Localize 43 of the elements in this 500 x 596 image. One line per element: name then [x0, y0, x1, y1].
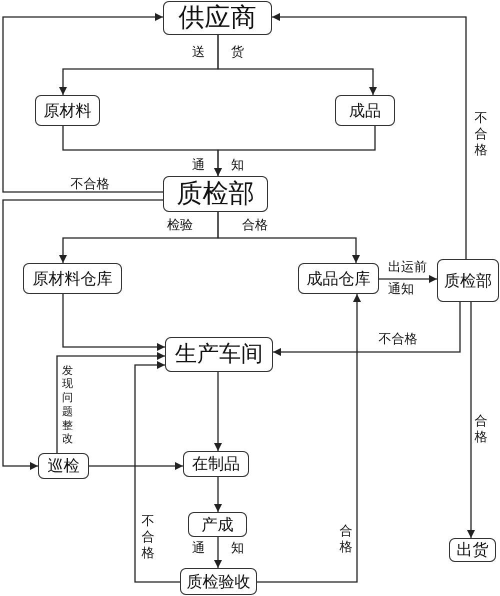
process-box: 质检部 — [437, 259, 499, 302]
edge-label: 送 货 — [192, 45, 244, 62]
arrow — [214, 126, 376, 176]
process-box: 产成 — [188, 512, 247, 537]
process-box: 质检部 — [163, 176, 268, 212]
process-box: 生产车间 — [165, 337, 273, 372]
process-box: 成品 — [335, 95, 395, 126]
arrow — [2, 199, 163, 470]
process-box: 巡检 — [38, 453, 89, 479]
edge-label: 不合格 — [474, 110, 488, 160]
edge-label: 不合格 — [70, 177, 110, 194]
process-box: 原材料 — [35, 95, 100, 126]
edge-label: 出运前通知 — [388, 259, 428, 299]
edge-label: 检验 — [167, 218, 193, 234]
arrow — [2, 13, 163, 193]
edge-label: 不合格 — [141, 514, 156, 562]
edge-label: 合格 — [339, 524, 354, 556]
arrow — [214, 537, 222, 568]
process-box: 在制品 — [183, 451, 249, 477]
edge-label: 通 知 — [192, 158, 244, 174]
arrow — [214, 372, 222, 451]
arrow — [56, 352, 165, 453]
process-box: 供应商 — [163, 1, 272, 35]
arrow — [273, 302, 461, 356]
process-box: 原材料仓库 — [23, 263, 122, 294]
arrow — [257, 294, 361, 583]
edge-label: 通 知 — [192, 541, 244, 558]
arrow — [214, 477, 222, 512]
edge-label: 合格 — [242, 218, 268, 234]
process-box: 成品仓库 — [298, 263, 379, 294]
edge-label: 发现问题整改 — [62, 364, 74, 446]
arrow — [379, 275, 437, 283]
edge-label: 不合格 — [378, 332, 418, 348]
arrow — [217, 212, 360, 263]
arrow — [272, 13, 467, 259]
process-box: 质检验收 — [180, 568, 257, 595]
arrow — [467, 302, 475, 538]
arrow — [134, 361, 180, 583]
arrow — [217, 35, 377, 95]
arrow — [62, 294, 165, 351]
process-box: 出货 — [449, 538, 496, 562]
edge-label: 合格 — [474, 414, 488, 446]
arrow — [89, 462, 183, 470]
